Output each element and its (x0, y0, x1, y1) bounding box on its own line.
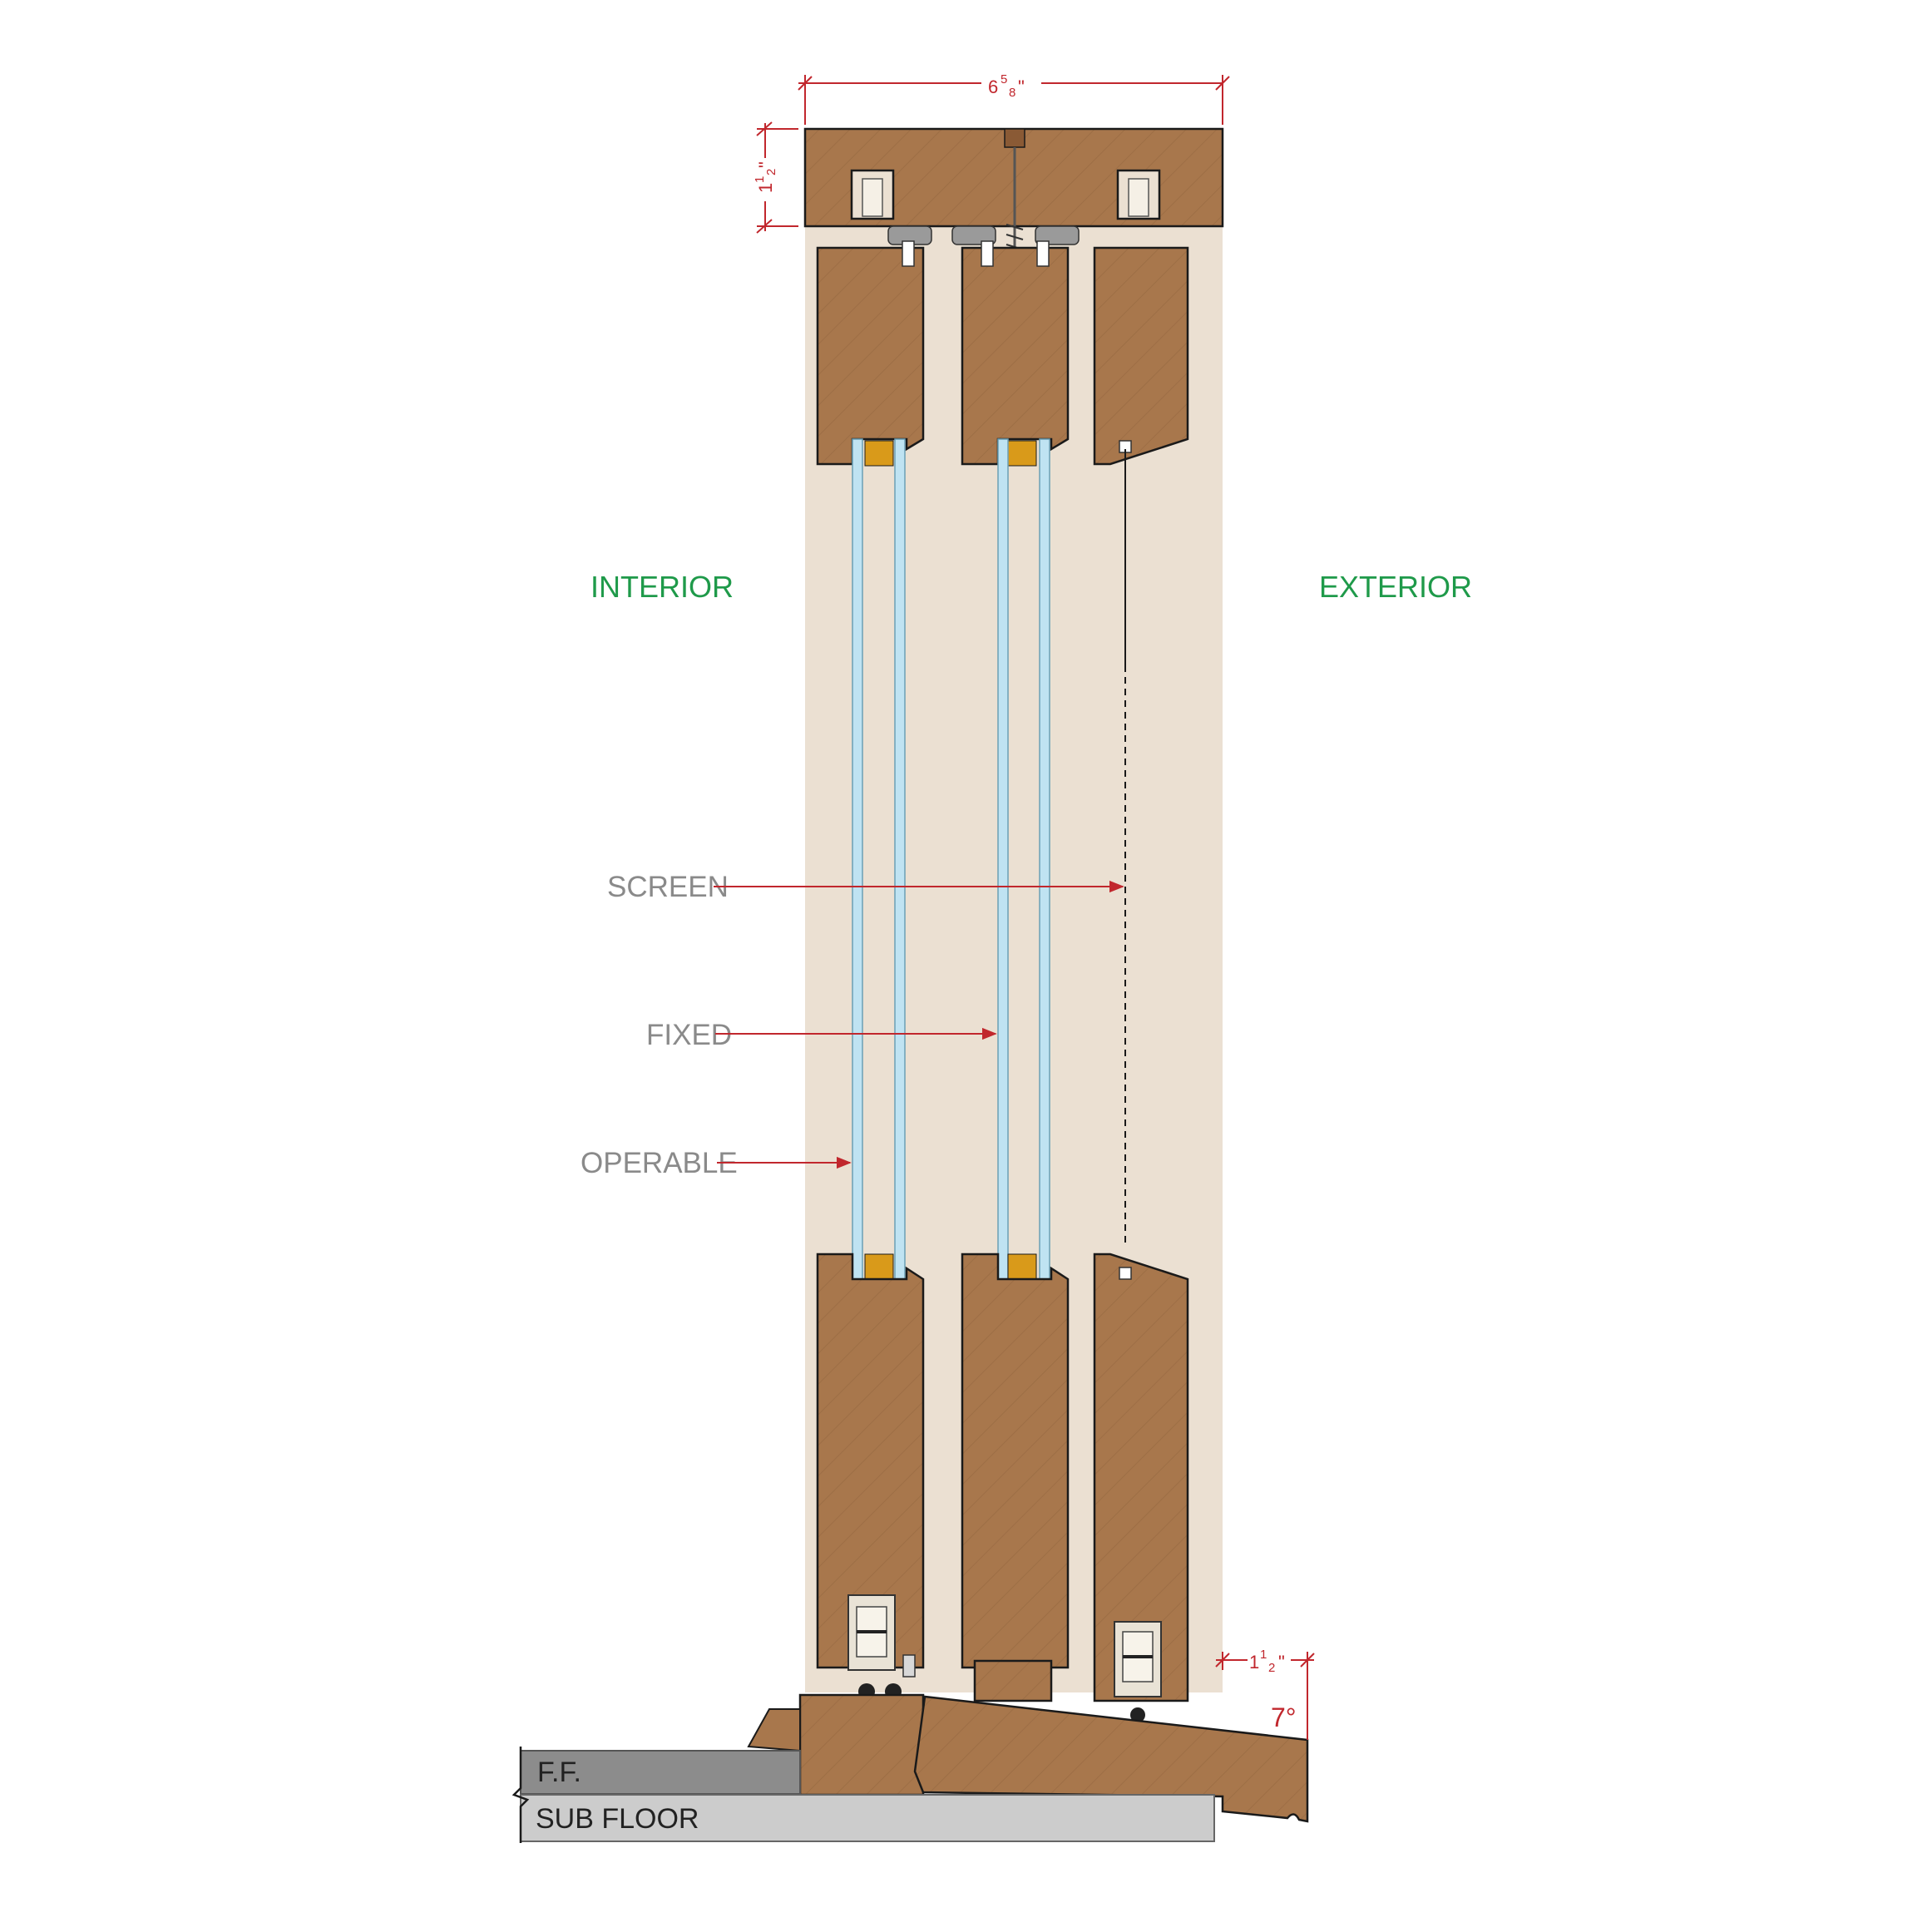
bottom-spacer-fixed (1007, 1253, 1037, 1280)
screen-callout: SCREEN (607, 871, 1124, 903)
top-spacer-operable (864, 440, 894, 467)
fixed-callout: FIXED (646, 1019, 997, 1051)
operable-label: OPERABLE (581, 1147, 738, 1179)
sill-slope-label: 7° (1271, 1702, 1297, 1732)
svg-text:5: 5 (1001, 72, 1007, 86)
top-rail-screen (1093, 246, 1189, 466)
svg-text:2: 2 (1268, 1661, 1275, 1675)
sill-exterior-sloped (913, 1695, 1309, 1823)
roller-screen (1114, 1621, 1162, 1737)
top-rail-fixed (961, 246, 1070, 466)
bottom-rail-screen (1093, 1253, 1189, 1702)
svg-text:1: 1 (1260, 1648, 1267, 1662)
interior-label: INTERIOR (590, 570, 734, 604)
sill-offset-dimension: 1 1 2 " (1215, 1647, 1315, 1740)
head-height-dimension: 1 1 2 " (750, 121, 798, 234)
svg-text:2: 2 (764, 169, 778, 175)
floor-nosing (747, 1708, 801, 1752)
svg-text:6: 6 (988, 77, 998, 97)
exterior-label: EXTERIOR (1319, 570, 1472, 604)
svg-text:": " (1278, 1652, 1285, 1673)
screen-label: SCREEN (607, 871, 729, 903)
bottom-spacer-operable (864, 1253, 894, 1280)
svg-text:1: 1 (1249, 1652, 1259, 1673)
svg-text:8: 8 (1009, 86, 1015, 100)
svg-text:": " (1018, 77, 1025, 97)
sub-floor (520, 1794, 1215, 1842)
svg-text:1: 1 (753, 176, 767, 183)
sill-block-fixed (973, 1659, 1053, 1702)
sub-floor-label: SUB FLOOR (536, 1803, 699, 1835)
sill-interior (798, 1693, 925, 1796)
overall-width-dimension: 6 5 8 " (798, 70, 1230, 125)
operable-callout: OPERABLE (581, 1147, 852, 1179)
svg-text:1: 1 (755, 183, 776, 193)
top-clips (887, 225, 1132, 453)
top-rail-operable (816, 246, 925, 466)
top-spacer-fixed (1007, 440, 1037, 467)
svg-text:": " (755, 161, 776, 168)
floor-break-mark (511, 1747, 530, 1843)
fixed-label: FIXED (646, 1019, 732, 1051)
bottom-rail-fixed (961, 1253, 1070, 1669)
finished-floor-label: F.F. (537, 1757, 581, 1788)
